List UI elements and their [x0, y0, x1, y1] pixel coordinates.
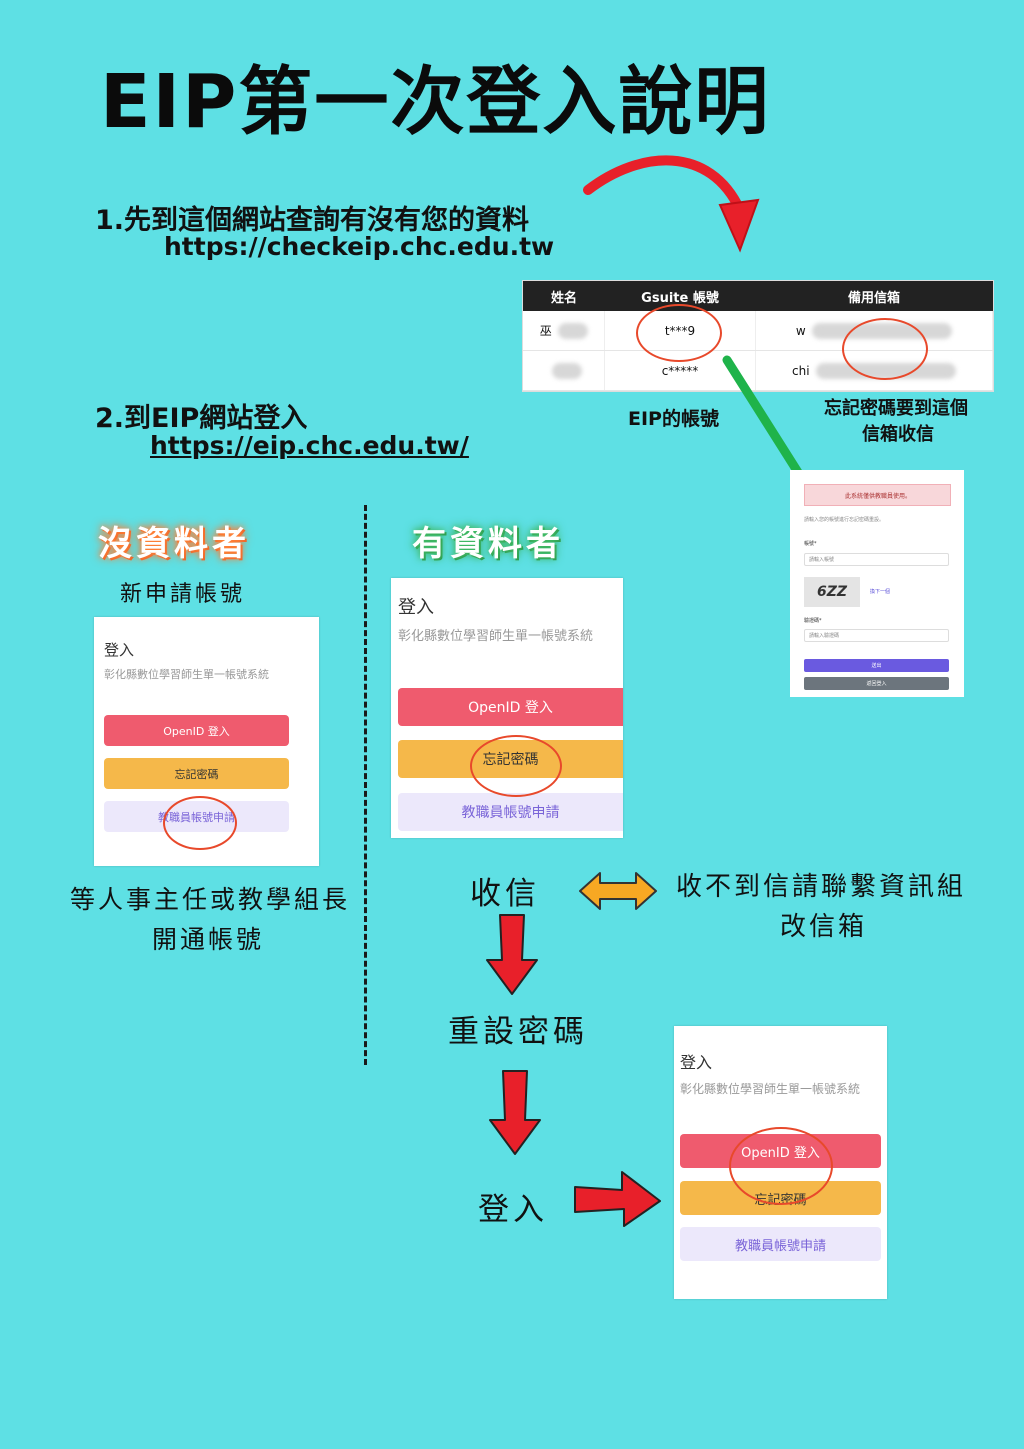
login-subtitle: 彰化縣數位學習師生單一帳號系統: [398, 629, 594, 644]
table-header: 姓名 Gsuite 帳號 備用信箱: [523, 281, 993, 311]
highlight-circle: [636, 304, 722, 362]
form-alert: 此系統僅供教職員使用。: [804, 484, 951, 506]
no-mail-text-2: 改信箱: [780, 912, 868, 942]
step2-url[interactable]: https://eip.chc.edu.tw/: [150, 431, 469, 460]
backup-mail-label: 忘記密碼要到這個: [824, 398, 968, 419]
receive-mail-label: 收信: [470, 876, 540, 912]
wait-text-1: 等人事主任或教學組長: [70, 885, 351, 914]
login-card-has-data: 登入 彰化縣數位學習師生單一帳號系統 OpenID 登入 忘記密碼 教職員帳號申…: [391, 578, 623, 838]
th-name: 姓名: [550, 290, 577, 306]
account-input[interactable]: 請輸入帳號: [804, 553, 949, 566]
form-hint: 請輸入您的帳號進行忘記密碼重設。: [804, 517, 885, 523]
login-label: 登入: [478, 1192, 548, 1228]
login-subtitle: 彰化縣數位學習師生單一帳號系統: [104, 668, 269, 681]
new-account-label: 新申請帳號: [120, 582, 246, 607]
highlight-circle: [163, 796, 237, 850]
backup-mail-label-2: 信箱收信: [862, 424, 934, 445]
cell-gsuite: c*****: [605, 351, 756, 390]
page-title: EIP第一次登入說明: [100, 59, 771, 145]
cell-mail: chi: [792, 363, 810, 378]
divider: [364, 505, 367, 1065]
highlight-circle: [470, 735, 562, 797]
openid-login-button[interactable]: OpenID 登入: [398, 688, 623, 726]
no-mail-text-1: 收不到信請聯繫資訊組: [676, 872, 967, 902]
th-backup-mail: 備用信箱: [847, 290, 900, 306]
reset-password-label: 重設密碼: [448, 1014, 588, 1050]
no-data-heading: 沒資料者: [98, 524, 250, 564]
staff-apply-button[interactable]: 教職員帳號申請: [398, 793, 623, 831]
step1-text: 1.先到這個網站查詢有沒有您的資料: [95, 205, 530, 236]
code-label: 驗證碼*: [804, 618, 822, 624]
step2-text: 2.到EIP網站登入: [95, 403, 308, 434]
th-gsuite: Gsuite 帳號: [641, 290, 719, 306]
down-arrow-icon: [489, 1070, 541, 1155]
code-input[interactable]: 請輸入驗證碼: [804, 629, 949, 642]
has-data-heading: 有資料者: [412, 524, 564, 564]
staff-apply-button[interactable]: 教職員帳號申請: [680, 1227, 881, 1261]
login-title: 登入: [398, 597, 434, 618]
refresh-captcha-link[interactable]: 換下一個: [870, 589, 891, 595]
login-subtitle: 彰化縣數位學習師生單一帳號系統: [680, 1082, 861, 1096]
cell-mail: w: [795, 323, 806, 338]
eip-account-label: EIP的帳號: [628, 408, 719, 430]
login-title: 登入: [104, 641, 135, 659]
reset-password-form: 此系統僅供教職員使用。 請輸入您的帳號進行忘記密碼重設。 帳號* 請輸入帳號 6…: [790, 470, 964, 697]
wait-text-2: 開通帳號: [152, 925, 265, 954]
highlight-circle: [729, 1127, 833, 1205]
account-label: 帳號*: [804, 541, 817, 547]
submit-button[interactable]: 送出: [804, 659, 949, 672]
captcha-image: 6ZZ: [804, 577, 860, 607]
right-arrow-icon: [574, 1171, 661, 1227]
curved-arrow-icon: [583, 155, 760, 253]
step1-url[interactable]: https://checkeip.chc.edu.tw: [164, 232, 555, 261]
login-title: 登入: [680, 1053, 713, 1072]
back-to-login-button[interactable]: 返回登入: [804, 677, 949, 690]
down-arrow-icon: [486, 914, 538, 995]
login-card-no-data: 登入 彰化縣數位學習師生單一帳號系統 OpenID 登入 忘記密碼 教職員帳號申…: [94, 617, 319, 866]
double-arrow-icon: [579, 872, 657, 910]
openid-login-button[interactable]: OpenID 登入: [104, 715, 289, 746]
forgot-password-button[interactable]: 忘記密碼: [104, 758, 289, 789]
cell-name: 巫: [539, 324, 552, 338]
highlight-circle: [842, 318, 928, 380]
